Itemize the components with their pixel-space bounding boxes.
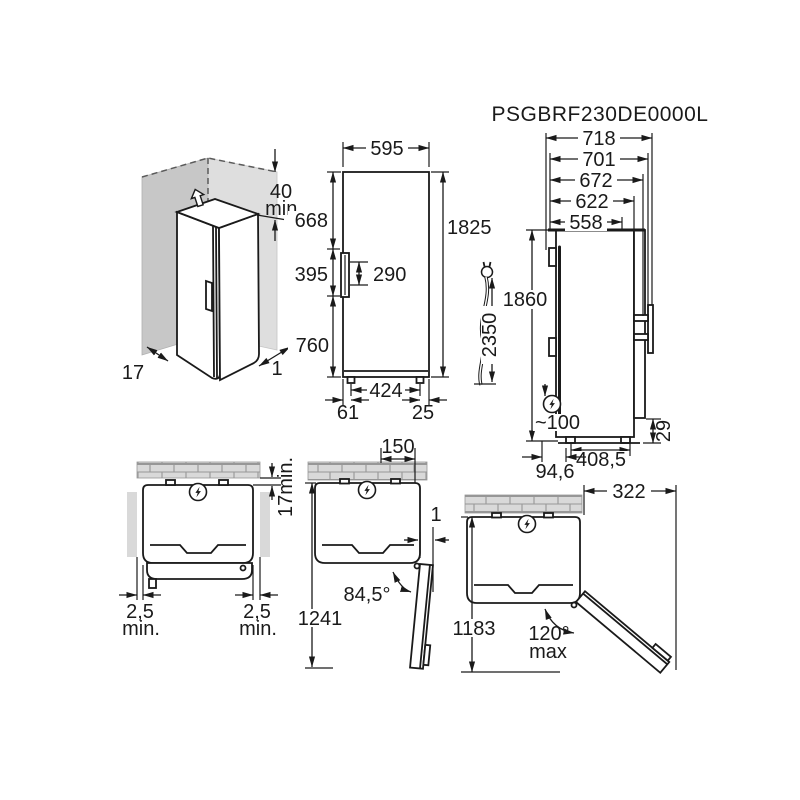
plug-icon [480, 265, 494, 279]
door-slab [574, 590, 671, 674]
side-handle-plate [647, 304, 654, 354]
hinge-pin [570, 601, 578, 609]
dim-side-depth-4: 622 [575, 191, 608, 213]
dim-plan120-angle-qualifier: max [529, 641, 567, 663]
view-plan-closed: 17min. 2,5 min. 2,5 min. [119, 457, 297, 640]
dim-front-seg-top: 668 [295, 210, 328, 232]
ext-fridge-top [256, 214, 285, 221]
dim-corner-rear-clearance: 1 [271, 358, 282, 380]
door-face-line [419, 564, 431, 669]
door-handle-3d [205, 279, 213, 313]
dim-front-height: 1825 [447, 217, 492, 239]
hinge-bump-right [390, 478, 401, 485]
view-corner-clearance-3d: 40 min. 17 1 [122, 149, 303, 384]
dim-plan-gap-right: 2,5 [243, 601, 271, 623]
power-icon [517, 514, 537, 534]
plug-prongs [482, 261, 492, 267]
dim-plan85-swing-depth: 1241 [298, 608, 343, 630]
view-plan-open-120: 322 1183 120° max [451, 481, 677, 674]
dim-front-seg-handle: 395 [295, 264, 328, 286]
door-recess-line [322, 544, 414, 554]
dim-corner-top-clearance: 40 [270, 181, 292, 203]
dim-side-depth-3: 672 [579, 170, 612, 192]
door-recess-line [150, 544, 246, 554]
side-handle-bar-top [633, 314, 649, 322]
door-open-120 [574, 590, 673, 674]
hinge-pin [239, 564, 247, 572]
door-handle [651, 642, 673, 662]
dim-plan120-swing-depth: 1183 [452, 618, 495, 640]
power-icon [357, 480, 377, 500]
rear-spacer-top [548, 247, 557, 267]
dim-side-depth-5: 558 [569, 212, 602, 234]
wall-bricks [136, 461, 261, 479]
dim-plan-gap-left: 2,5 [126, 601, 154, 623]
hinge-bump-right [543, 512, 554, 519]
adjacent-unit-right [260, 492, 270, 557]
dim-side-cord-length: 2350 [479, 313, 501, 358]
hinge-bump-left [339, 478, 350, 485]
adjacent-unit-left [127, 492, 137, 557]
wall-bricks [464, 494, 583, 514]
dim-front-seg-bottom: 760 [296, 335, 329, 357]
door-handle [422, 643, 432, 667]
upright-arrow-icon [190, 188, 206, 208]
fridge-plan-body [466, 516, 581, 604]
dim-arrow-side-clearance [146, 346, 169, 362]
hinge-bump-right [218, 479, 229, 486]
dim-plan-gap-right-unit: min. [239, 618, 277, 640]
side-handle-bar-bottom [633, 333, 649, 341]
angle-arc-120 [544, 608, 575, 635]
dim-front-foot-left: 61 [337, 402, 359, 424]
dim-side-feet-span: 408,5 [576, 449, 626, 471]
dim-plan85-wall-distance: 150 [381, 436, 414, 458]
door-recess-line [474, 584, 573, 594]
power-icon [542, 394, 562, 414]
wall-top-dashed-edge [141, 157, 278, 178]
dim-plan85-side-gap: 1 [430, 504, 441, 526]
power-icon [188, 482, 208, 502]
fridge-plan-body [314, 482, 421, 564]
fridge-side-body [555, 229, 635, 438]
dim-plan85-angle: 84,5° [344, 584, 391, 606]
wall-bricks [307, 461, 428, 481]
angle-arc-845 [392, 571, 412, 593]
hinge-bump-left [491, 512, 502, 519]
door-gap-line [212, 225, 218, 379]
hinge-bump-left [165, 479, 176, 486]
dim-plan120-angle: 120° [528, 623, 569, 645]
dim-front-width: 595 [370, 138, 403, 160]
dim-front-handle-length: 290 [373, 264, 406, 286]
dim-plan120-door-clearance: 322 [612, 481, 645, 503]
dim-side-depth-1: 718 [582, 128, 615, 150]
foot-left [346, 376, 356, 384]
dim-corner-side-clearance: 17 [122, 362, 144, 384]
door-face-line [582, 592, 668, 665]
dim-side-cord-pos: ~100 [535, 412, 580, 434]
dim-side-plinth-height: 29 [653, 420, 675, 442]
view-front: 595 1825 668 395 760 290 424 [288, 138, 492, 424]
dim-front-foot-right: 25 [412, 402, 434, 424]
door-slab-plan [146, 562, 253, 580]
dim-plan-gap-left-unit: min. [122, 618, 160, 640]
view-side: 718 701 672 622 558 1860 2350 ~100 [474, 128, 675, 483]
model-number: PSGBRF230DE0000L [492, 103, 709, 126]
door-open-845 [409, 563, 434, 670]
foot-plan [148, 578, 157, 589]
dim-front-feet-span: 424 [369, 380, 402, 402]
fridge-3d [174, 188, 261, 382]
fridge-side-face [218, 212, 260, 382]
view-plan-open-845: 150 1 84,5° 1241 [296, 436, 449, 670]
dim-plan-rear-gap: 17min. [275, 457, 297, 517]
dim-side-height: 1860 [503, 289, 548, 311]
dim-side-rear-offset: 94,6 [536, 461, 575, 483]
rear-spacer-mid [548, 337, 557, 357]
foot-right [415, 376, 425, 384]
dim-arrow-rear-clearance [258, 346, 291, 367]
dim-side-depth-2: 701 [582, 149, 615, 171]
